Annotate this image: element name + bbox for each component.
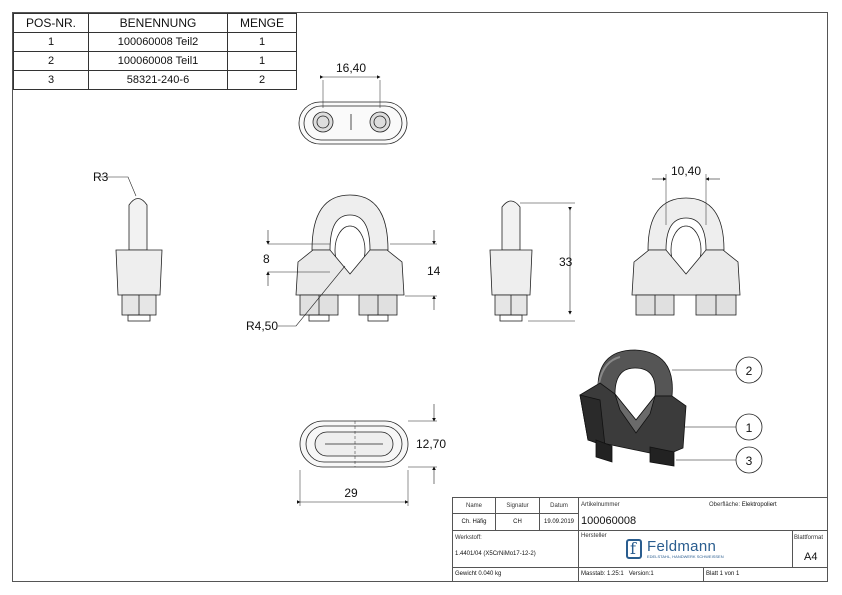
dim-bottom-length: 29 bbox=[344, 486, 358, 500]
top-view bbox=[298, 75, 408, 145]
tb-article-cell: Artikelnummer 100060008 Oberfläche: Elek… bbox=[578, 497, 828, 531]
bom-cell-pos: 3 bbox=[13, 70, 89, 90]
bom-cell-name: 100060008 Teil2 bbox=[88, 32, 228, 52]
tb-material-value: 1.4401/04 (X5CrNiMo17-12-2) bbox=[455, 551, 536, 557]
balloon-label-1: 1 bbox=[746, 421, 753, 435]
dim-top-width: 16,40 bbox=[336, 61, 366, 75]
drawing-frame bbox=[12, 12, 828, 582]
balloon-2 bbox=[735, 356, 763, 384]
balloons bbox=[735, 356, 763, 474]
tb-date-value: 19.09.2019 bbox=[539, 513, 579, 531]
dim-right-width: 10,40 bbox=[671, 164, 701, 178]
feldmann-logo: Feldmann EDELSTAHL, HANDWERK SCHWEISSEN bbox=[626, 539, 724, 559]
isometric-view bbox=[579, 349, 736, 467]
left-side-view bbox=[96, 176, 163, 322]
bom-header-qty: MENGE bbox=[227, 13, 297, 33]
title-block: Name Signatur Datum Ch. Häfig CH 19.09.2… bbox=[452, 497, 828, 582]
bom-header-row: POS-NR. BENENNUNG MENGE bbox=[13, 13, 297, 33]
balloon-label-2: 2 bbox=[746, 364, 753, 378]
tb-name-value: Ch. Häfig bbox=[452, 513, 496, 531]
dim-front-height-right: 14 bbox=[427, 264, 441, 278]
tb-sheet: Blatt 1 von 1 bbox=[703, 567, 828, 582]
tb-format-cell: Blattformat A4 bbox=[792, 530, 828, 568]
tb-signature-label: Signatur bbox=[495, 497, 540, 514]
bom-row: 3 58321-240-6 2 bbox=[13, 70, 297, 90]
dim-front-height-left: 8 bbox=[263, 252, 270, 266]
tb-weight: Gewicht 0.040 kg bbox=[452, 567, 579, 582]
bom-cell-qty: 2 bbox=[227, 70, 297, 90]
tb-manufacturer-label: Hersteller bbox=[581, 533, 607, 539]
tb-scale-cell: Masstab: 1.25:1 Version:1 bbox=[578, 567, 704, 582]
bom-row: 2 100060008 Teil1 1 bbox=[13, 51, 297, 71]
dim-bottom-height: 12,70 bbox=[416, 437, 446, 451]
bom-row: 1 100060008 Teil2 1 bbox=[13, 32, 297, 52]
bottom-view bbox=[297, 404, 437, 506]
bom-cell-name: 58321-240-6 bbox=[88, 70, 228, 90]
balloon-1 bbox=[735, 413, 763, 441]
tb-surface-value: Elektropoliert bbox=[741, 502, 777, 508]
tb-manufacturer-cell: Hersteller Feldmann EDELSTAHL, HANDWERK … bbox=[578, 530, 793, 568]
dim-side-height: 33 bbox=[559, 255, 573, 269]
bom-header-name: BENENNUNG bbox=[88, 13, 228, 33]
tb-material-cell: Werkstoff: 1.4401/04 (X5CrNiMo17-12-2) bbox=[452, 530, 579, 568]
balloon-label-3: 3 bbox=[746, 454, 753, 468]
tb-scale: Masstab: 1.25:1 bbox=[581, 571, 624, 577]
tb-format-value: A4 bbox=[804, 551, 818, 563]
right-view bbox=[631, 174, 741, 316]
tb-format-label: Blattformat bbox=[794, 535, 824, 541]
tb-material-label: Werkstoff: bbox=[455, 535, 482, 541]
middle-side-view bbox=[489, 200, 575, 322]
dim-side-radius: R3 bbox=[93, 170, 109, 184]
front-view bbox=[266, 194, 437, 327]
dim-front-radius: R4,50 bbox=[246, 319, 278, 333]
logo-name: Feldmann bbox=[647, 538, 717, 555]
tb-signature-value: CH bbox=[495, 513, 540, 531]
bom-table: POS-NR. BENENNUNG MENGE 1 100060008 Teil… bbox=[13, 13, 297, 90]
balloon-3 bbox=[735, 446, 763, 474]
tb-version: Version:1 bbox=[628, 571, 654, 577]
tb-surface-label: Oberfläche: bbox=[709, 502, 741, 508]
feldmann-logo-icon bbox=[626, 539, 642, 559]
tb-article-label: Artikelnummer bbox=[581, 502, 620, 508]
logo-sub: EDELSTAHL, HANDWERK SCHWEISSEN bbox=[647, 554, 724, 559]
tb-article-value: 100060008 bbox=[581, 515, 637, 527]
tb-date-label: Datum bbox=[539, 497, 579, 514]
tb-name-label: Name bbox=[452, 497, 496, 514]
